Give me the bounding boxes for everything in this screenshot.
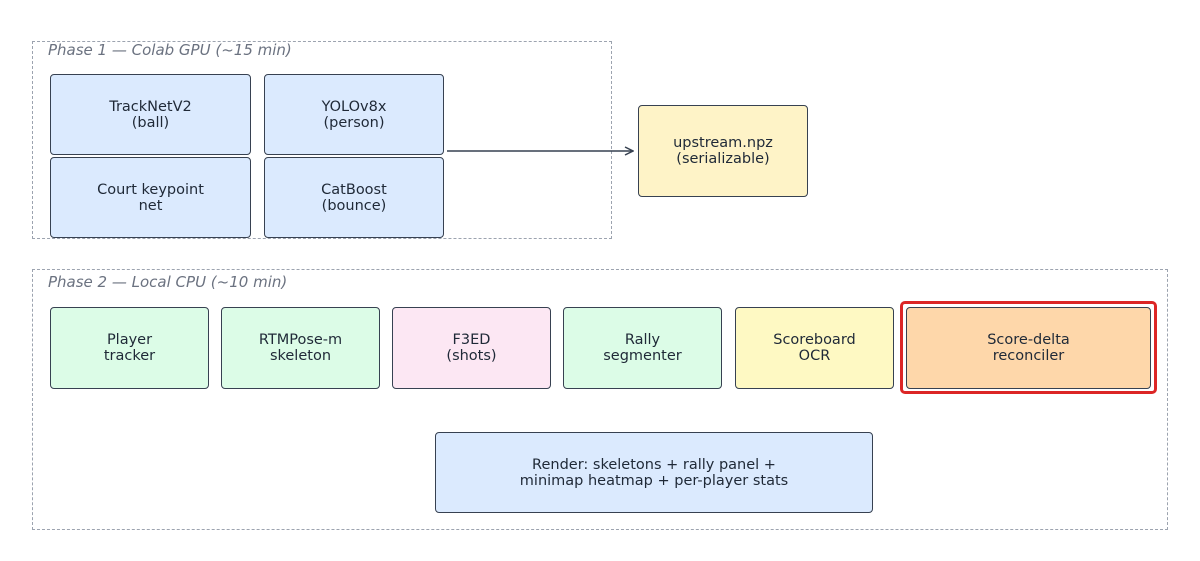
rtmpose-node: RTMPose-m skeleton: [221, 307, 380, 389]
f3ed-node: F3ED (shots): [392, 307, 551, 389]
catboost-node: CatBoost (bounce): [264, 157, 444, 238]
score-delta-reconciler-node: Score-delta reconciler: [906, 307, 1151, 389]
player-tracker-node: Player tracker: [50, 307, 209, 389]
phase1-container: [32, 41, 612, 239]
phase2-container: [32, 269, 1168, 530]
rally-segmenter-node: Rally segmenter: [563, 307, 722, 389]
score-delta-highlight: [900, 301, 1157, 394]
court-keypoint-node: Court keypoint net: [50, 157, 251, 238]
phase2-label: Phase 2 — Local CPU (~10 min): [48, 273, 288, 291]
yolo-node: YOLOv8x (person): [264, 74, 444, 155]
upstream-npz-node: upstream.npz (serializable): [638, 105, 808, 197]
render-node: Render: skeletons + rally panel + minima…: [435, 432, 873, 513]
phase1-label: Phase 1 — Colab GPU (~15 min): [48, 41, 292, 59]
scoreboard-ocr-node: Scoreboard OCR: [735, 307, 894, 389]
tracknet-node: TrackNetV2 (ball): [50, 74, 251, 155]
